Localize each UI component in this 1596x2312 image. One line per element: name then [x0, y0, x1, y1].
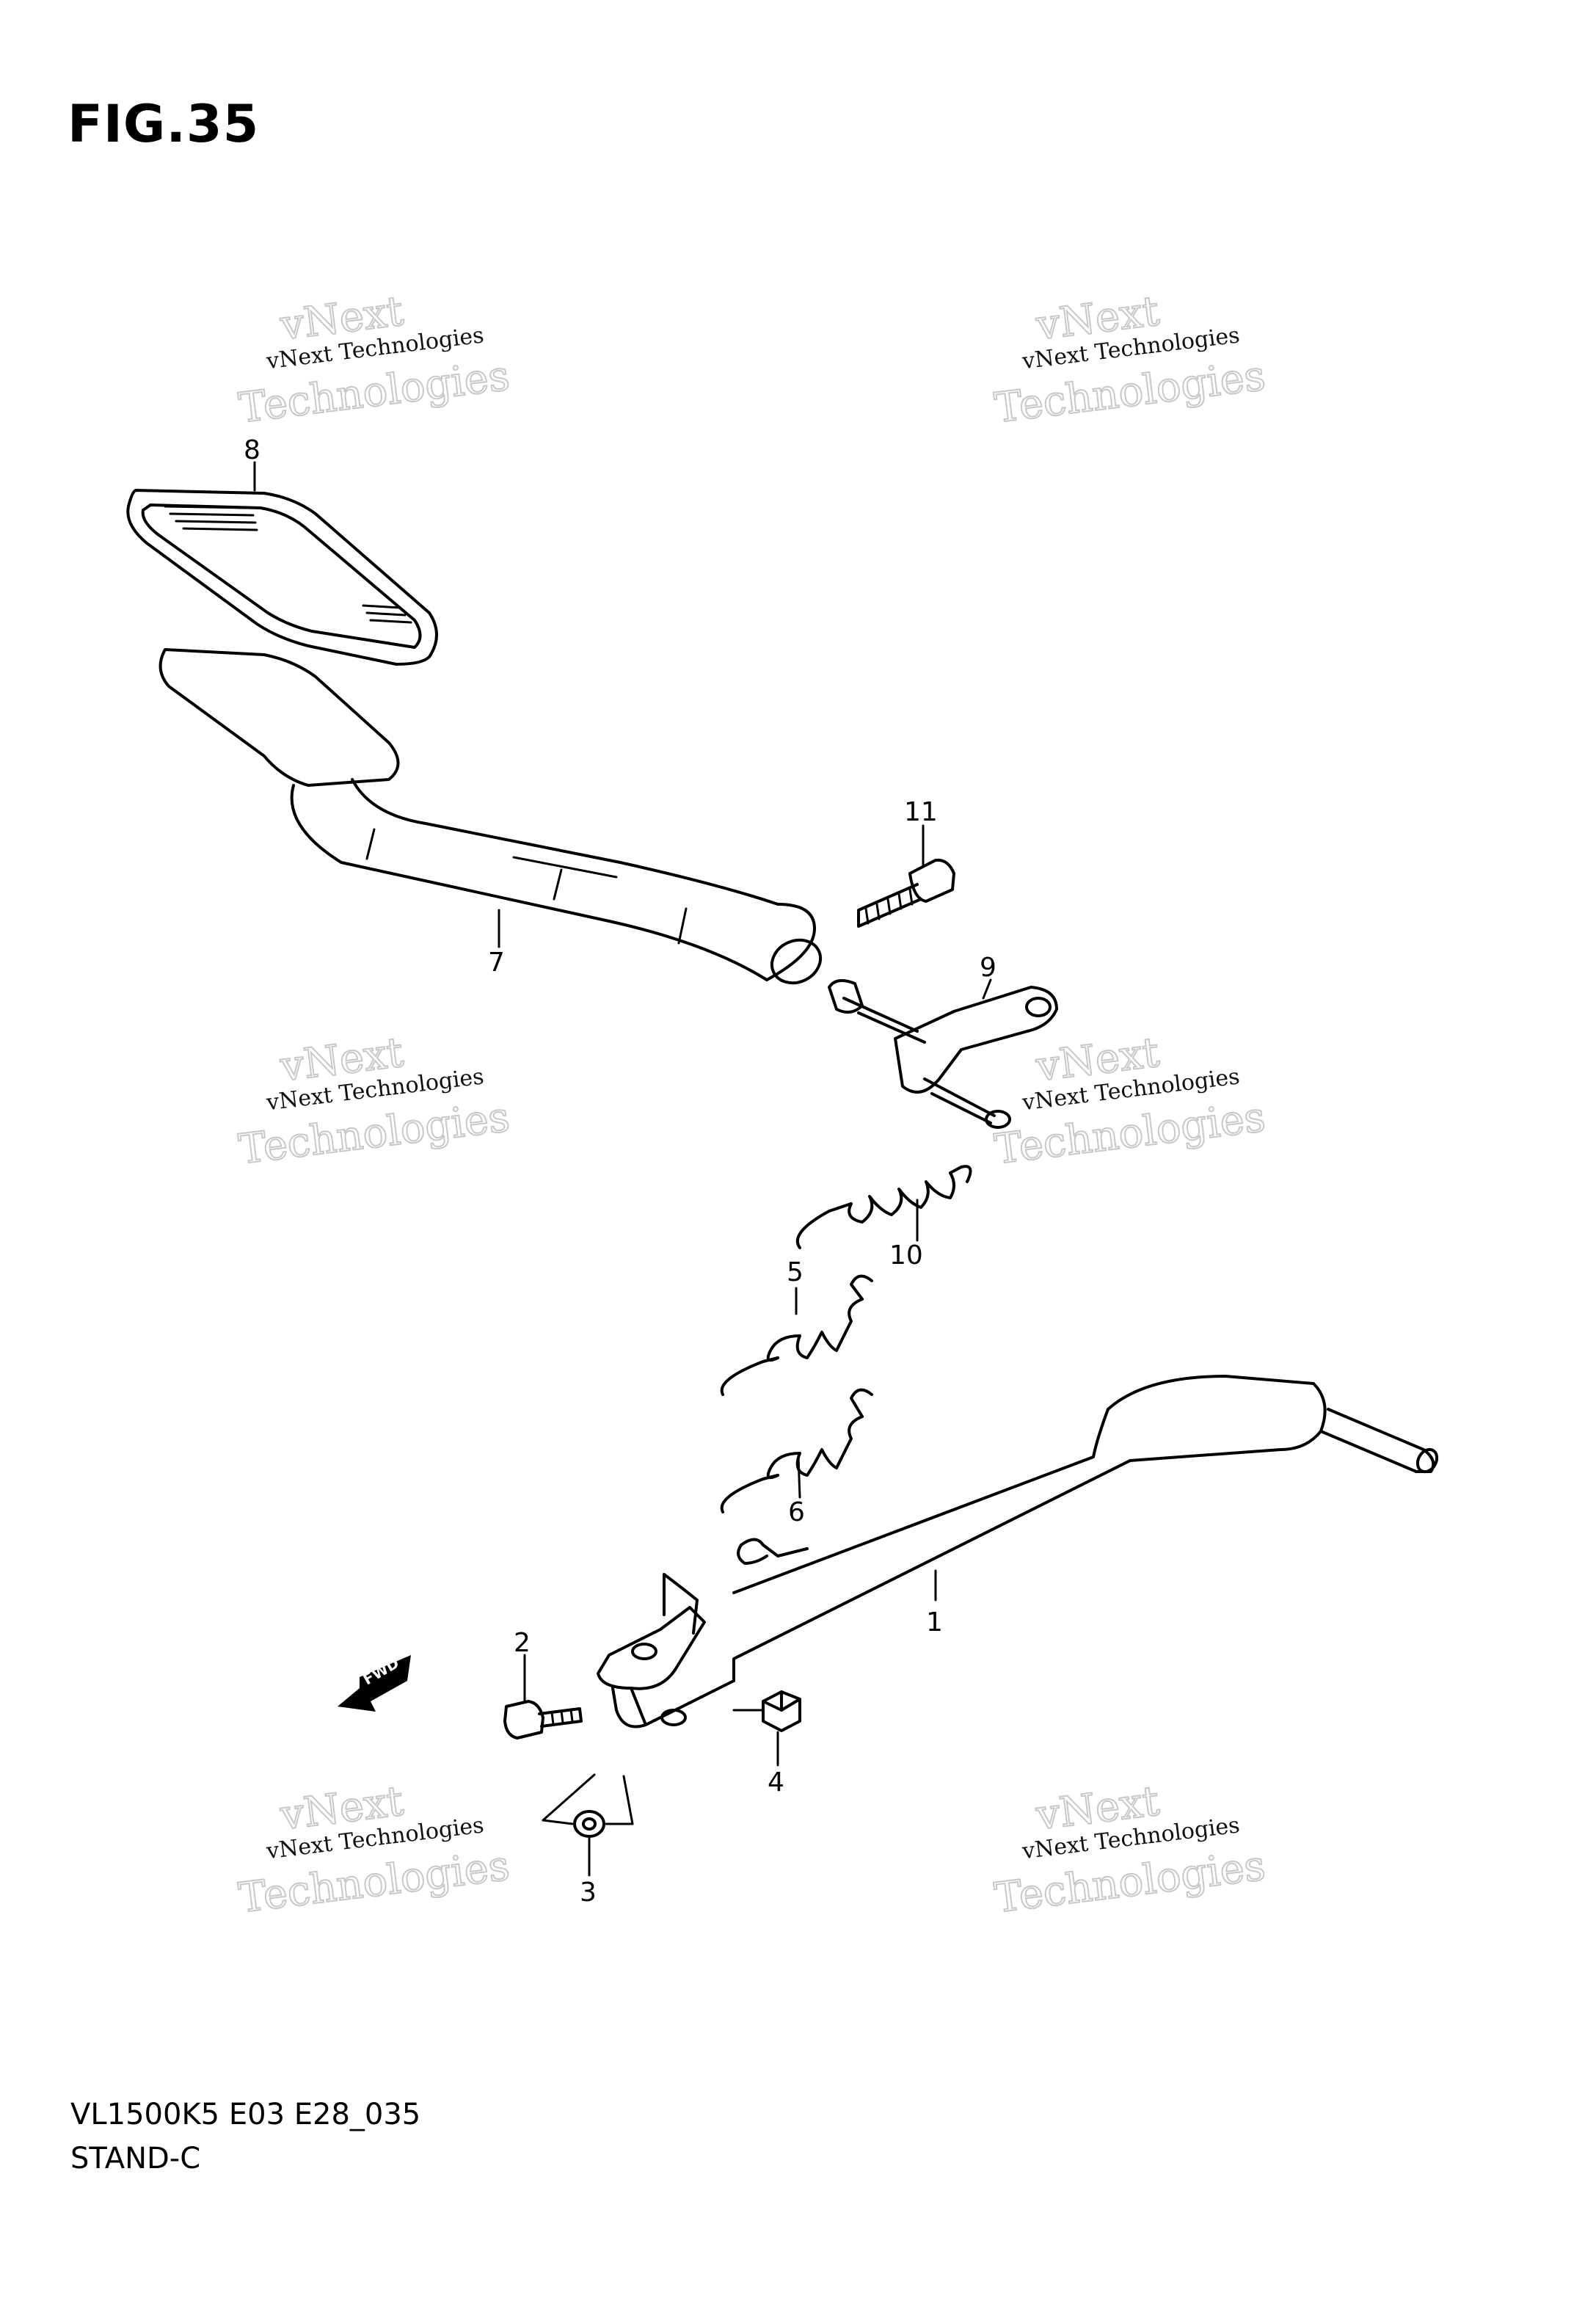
callout-2: 2: [514, 1628, 531, 1658]
callout-11: 11: [904, 797, 938, 827]
part-5-spring: [720, 1274, 873, 1396]
figure-title: FIG.35: [68, 94, 260, 154]
part-4-nut: [732, 1690, 801, 1732]
footer-model-code: VL1500K5 E03 E28_035: [70, 2098, 421, 2131]
fwd-arrow-icon: FWD: [338, 1654, 411, 1712]
part-10-spring: [795, 1165, 972, 1249]
watermark-bottom-left: vNext vNext Technologies Technologies: [236, 1777, 513, 1924]
watermark-mid-left: vNext vNext Technologies Technologies: [236, 1028, 513, 1175]
part-6-spring: [720, 1388, 873, 1513]
callout-1: 1: [926, 1607, 943, 1637]
footer-section-name: STAND-C: [70, 2142, 201, 2175]
watermark-mid-right: vNext vNext Technologies Technologies: [991, 1028, 1269, 1175]
leader-lines: [253, 461, 992, 1877]
callout-6: 6: [788, 1497, 805, 1527]
part-2-bolt: [503, 1700, 583, 1740]
part-1-side-stand: [597, 1375, 1439, 1728]
callout-7: 7: [488, 948, 505, 978]
callout-3: 3: [580, 1877, 597, 1908]
callout-4: 4: [768, 1767, 784, 1797]
callout-9: 9: [980, 953, 996, 983]
watermark-top-left: vNext vNext Technologies Technologies: [236, 287, 513, 434]
watermark-bottom-right: vNext vNext Technologies Technologies: [991, 1777, 1269, 1924]
part-9-bracket-shaft: [828, 979, 1058, 1129]
watermark-top-right: vNext vNext Technologies Technologies: [991, 287, 1269, 434]
part-8-rubber-pad: [126, 489, 438, 666]
part-3-washer: [542, 1773, 634, 1838]
part-11-bolt: [857, 858, 955, 928]
callout-8: 8: [244, 435, 260, 465]
callout-5: 5: [787, 1257, 804, 1287]
callout-10: 10: [889, 1240, 923, 1270]
callout-numbers: 8 7 11 9 10 5 6 1 2 4 3: [244, 435, 996, 1908]
part-7-stand-lever: [158, 648, 823, 985]
